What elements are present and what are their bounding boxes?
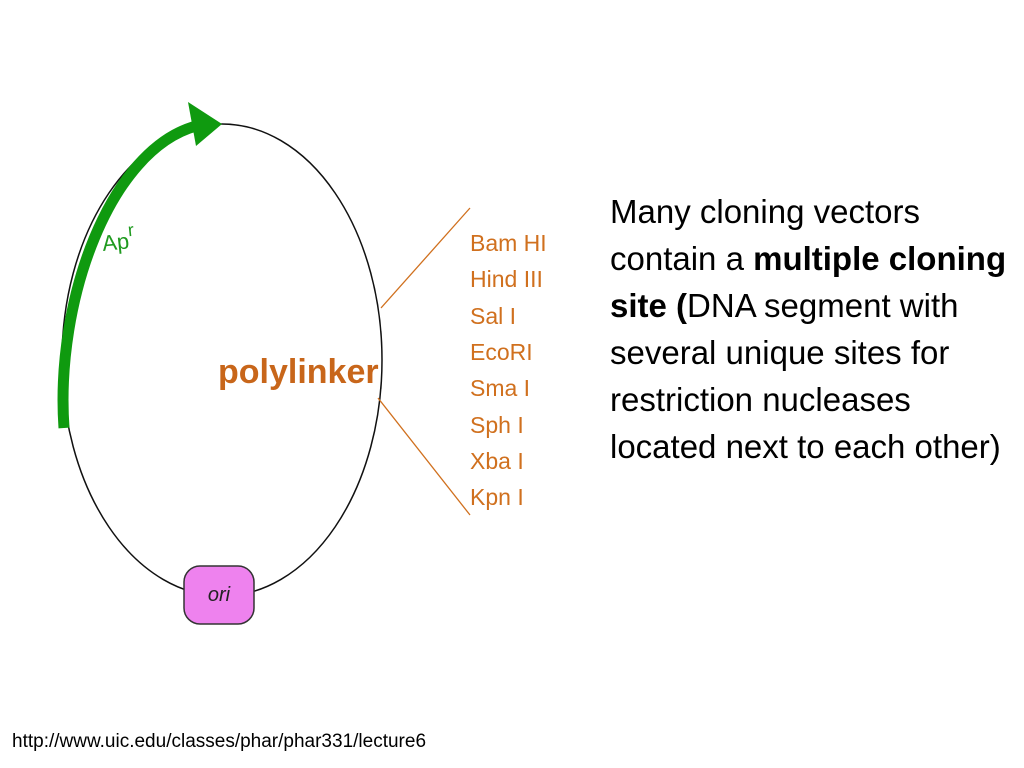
callout-line-top [380,207,471,309]
resistance-gene-label: Apr [100,220,136,256]
restriction-site: Hind III [470,266,543,292]
restriction-site: Sal I [470,303,516,329]
description-bold-term: multiple cloning site ( [610,240,1007,324]
restriction-site: Kpn I [470,484,524,510]
restriction-site-list: Bam HI Hind III Sal I EcoRI Sma I Sph I … [470,230,547,510]
source-url: http://www.uic.edu/classes/phar/phar331/… [12,731,427,752]
callout-line-bottom [377,397,471,516]
restriction-site: Sma I [470,375,530,401]
ori-box [183,565,255,625]
restriction-site: EcoRI [470,339,533,365]
description-text: Many cloning vectors contain a multiple … [610,188,1010,470]
description-part1: Many cloning vectors contain a [610,193,920,277]
restriction-site: Sph I [470,412,524,438]
restriction-site: Bam HI [470,230,547,256]
description-part2: DNA segment with several unique sites fo… [610,287,1001,465]
polylinker-label: polylinker [218,353,379,391]
ampicillin-resistance-arrow [57,120,198,429]
arrow-head-icon [188,102,222,146]
ori-label: ori [208,584,231,606]
restriction-site: Xba I [470,448,524,474]
